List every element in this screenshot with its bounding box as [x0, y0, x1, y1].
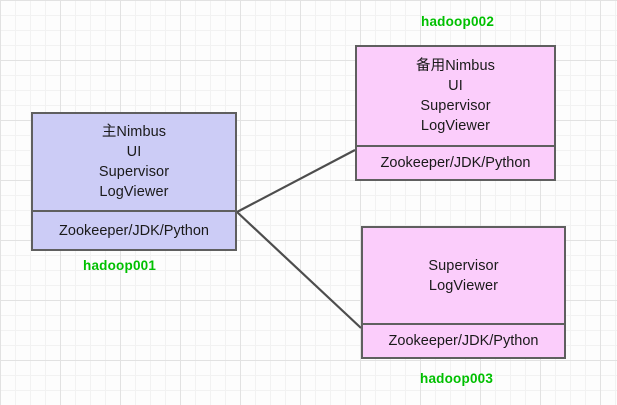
node-hadoop002[interactable]: 备用Nimbus UI Supervisor LogViewer Zookeep…	[355, 45, 556, 181]
service-label: UI	[448, 78, 463, 94]
node-hadoop003[interactable]: Supervisor LogViewer Zookeeper/JDK/Pytho…	[361, 226, 566, 359]
node-hadoop003-services: Supervisor LogViewer	[363, 228, 564, 323]
service-label: 备用Nimbus	[416, 58, 495, 74]
service-label: LogViewer	[99, 184, 169, 200]
host-label-hadoop001: hadoop001	[83, 258, 157, 273]
service-label: Supervisor	[420, 98, 491, 114]
node-hadoop002-services: 备用Nimbus UI Supervisor LogViewer	[357, 47, 554, 145]
edge-hadoop001-hadoop003	[236, 211, 362, 329]
edge-hadoop001-hadoop002	[236, 149, 356, 213]
node-hadoop001[interactable]: 主Nimbus UI Supervisor LogViewer Zookeepe…	[31, 112, 237, 251]
service-label: LogViewer	[420, 118, 491, 134]
service-label: 主Nimbus	[101, 124, 167, 140]
service-label: Supervisor	[428, 257, 499, 274]
service-label: Supervisor	[98, 164, 170, 180]
host-label-hadoop003: hadoop003	[420, 371, 494, 386]
node-hadoop003-platform: Zookeeper/JDK/Python	[363, 323, 564, 357]
host-label-hadoop002: hadoop002	[421, 14, 495, 29]
service-label: UI	[126, 144, 142, 160]
node-hadoop001-platform: Zookeeper/JDK/Python	[33, 210, 235, 249]
node-hadoop001-services: 主Nimbus UI Supervisor LogViewer	[33, 114, 235, 210]
node-hadoop002-platform: Zookeeper/JDK/Python	[357, 145, 554, 179]
service-label: LogViewer	[428, 277, 499, 294]
